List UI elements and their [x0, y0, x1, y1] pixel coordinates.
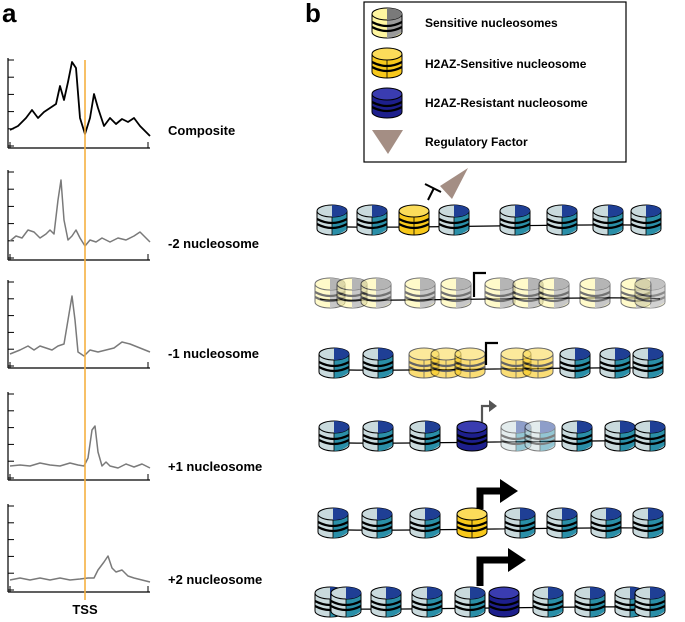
panel-a-letter: a [2, 0, 17, 28]
nucleosome-icon [329, 585, 363, 619]
h2az-resistant-nucleosome-icon [487, 585, 521, 619]
sensitive-nucleosome-icon [403, 276, 437, 310]
plot-label-minus2: -2 nucleosome [168, 236, 259, 251]
nucleosome-icon [408, 506, 442, 540]
transcription-arrow-icon [484, 341, 498, 365]
h2az-sensitive-nucleosome-icon [370, 46, 404, 80]
sensitive-nucleosome-icon [483, 276, 517, 310]
transcription-arrow-icon [472, 271, 486, 297]
nucleosome-icon [633, 419, 667, 453]
inhibition-stem [427, 187, 435, 201]
nucleosome-icon [589, 506, 623, 540]
arrowhead-icon [500, 479, 518, 503]
profile-plot-1 [7, 170, 151, 261]
h2az-sensitive-nucleosome-icon [455, 506, 489, 540]
nucleosome-icon [437, 203, 471, 237]
regulatory-factor-icon [372, 130, 403, 154]
profile-plot-3 [7, 392, 151, 481]
nucleosome-icon [631, 346, 665, 380]
profile-curve [9, 425, 151, 469]
h2az-sensitive-nucleosome-icon [521, 346, 555, 380]
arrowhead-icon [489, 400, 497, 412]
legend-label-h2az-resistant: H2AZ-Resistant nucleosome [425, 96, 588, 110]
nucleosome-icon [629, 203, 663, 237]
nucleosome-icon [598, 346, 632, 380]
legend-label-sensitive: Sensitive nucleosomes [425, 16, 558, 30]
row-2 [313, 271, 667, 310]
nucleosome-icon [531, 585, 565, 619]
profile-curve [9, 295, 151, 357]
row-6 [313, 548, 667, 619]
nucleosome-icon [361, 419, 395, 453]
nucleosome-icon [360, 506, 394, 540]
sensitive-nucleosome-icon [578, 276, 612, 310]
nucleosome-icon [631, 506, 665, 540]
sensitive-nucleosome-icon [370, 6, 404, 40]
plot-label-minus1: -1 nucleosome [168, 346, 259, 361]
nucleosome-icon [361, 346, 395, 380]
nucleosome-icon [573, 585, 607, 619]
transcription-arrow-icon [476, 556, 510, 586]
sensitive-nucleosome-icon [633, 276, 667, 310]
transcription-arrow-icon [476, 487, 502, 509]
plot-label-plus2: +2 nucleosome [168, 572, 262, 587]
nucleosome-icon [603, 419, 637, 453]
nucleosome-icon [355, 203, 389, 237]
inhibition-bar [424, 183, 442, 193]
plot-label-composite: Composite [168, 123, 235, 138]
profile-plot-4 [7, 504, 151, 593]
h2az-resistant-nucleosome-icon [370, 86, 404, 120]
legend-label-h2az-sensitive: H2AZ-Sensitive nucleosome [425, 57, 587, 71]
sensitive-nucleosome-icon [359, 276, 393, 310]
nucleosome-rows [313, 168, 667, 619]
nucleosome-icon [317, 419, 351, 453]
nucleosome-icon [410, 585, 444, 619]
nucleosome-icon [523, 419, 557, 453]
nucleosome-icon [503, 506, 537, 540]
profile-plot-0 [7, 58, 151, 149]
sensitive-nucleosome-icon [439, 276, 473, 310]
transcription-arrow-icon [480, 404, 490, 422]
profile-plot-2 [7, 280, 151, 369]
h2az-resistant-nucleosome-icon [455, 419, 489, 453]
row-4 [317, 400, 667, 453]
panel-a-profiles [7, 58, 151, 593]
nucleosome-icon [498, 203, 532, 237]
row-5 [316, 479, 665, 540]
row-3 [317, 341, 665, 380]
plot-label-plus1: +1 nucleosome [168, 459, 262, 474]
panel-b-letter: b [305, 0, 321, 28]
nucleosome-icon [369, 585, 403, 619]
h2az-sensitive-nucleosome-icon [397, 203, 431, 237]
arrowhead-icon [508, 548, 526, 572]
nucleosome-icon [453, 585, 487, 619]
profile-curve [9, 555, 151, 583]
nucleosome-icon [591, 203, 625, 237]
nucleosome-icon [315, 203, 349, 237]
nucleosome-icon [408, 419, 442, 453]
nucleosome-icon [316, 506, 350, 540]
row-1 [315, 168, 663, 237]
h2az-sensitive-nucleosome-icon [453, 346, 487, 380]
nucleosome-icon [545, 203, 579, 237]
profile-curve [9, 61, 151, 137]
legend-label-regulatory-factor: Regulatory Factor [425, 135, 528, 149]
nucleosome-icon [545, 506, 579, 540]
tss-axis-label: TSS [72, 602, 98, 617]
nucleosome-icon [560, 419, 594, 453]
nucleosome-icon [558, 346, 592, 380]
nucleosome-icon [317, 346, 351, 380]
legend-box: Sensitive nucleosomes H2AZ-Sensitive nuc… [363, 1, 627, 163]
sensitive-nucleosome-icon [537, 276, 571, 310]
profile-curve [9, 179, 151, 247]
nucleosome-icon [633, 585, 667, 619]
regulatory-factor-icon [440, 168, 468, 199]
